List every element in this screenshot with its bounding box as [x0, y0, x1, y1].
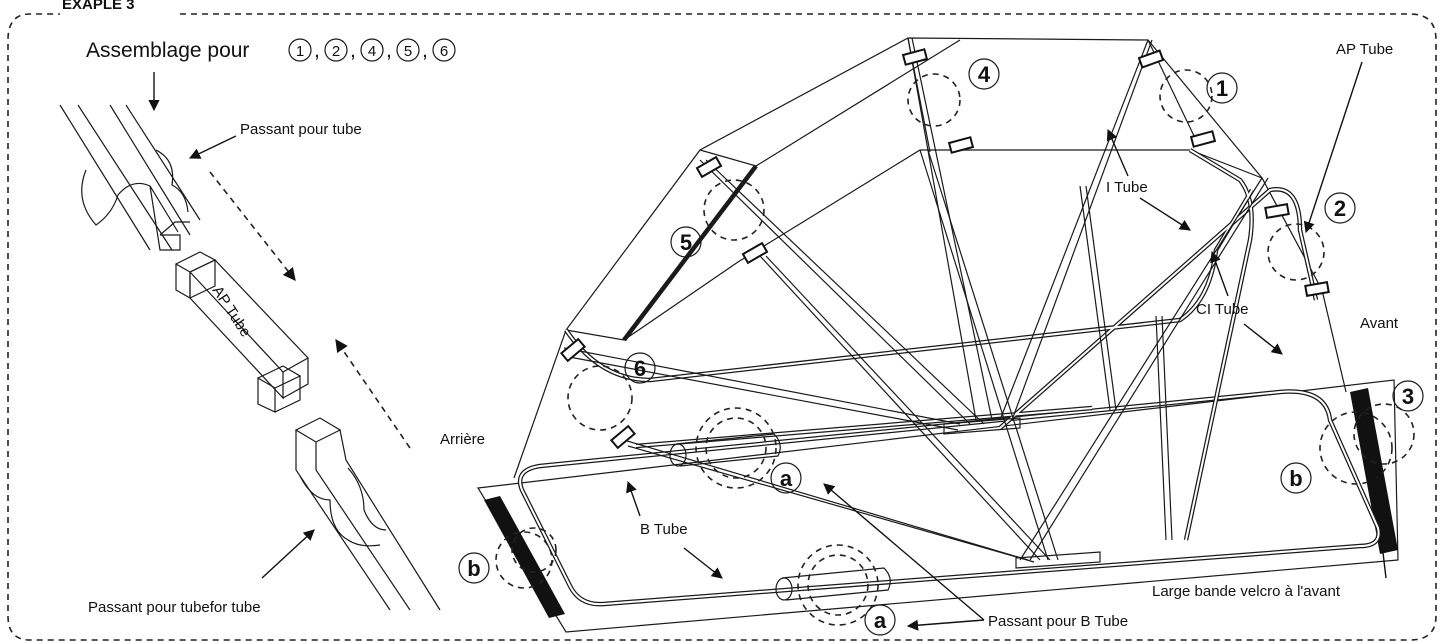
- ci-tube-arrow-2: [1243, 323, 1283, 355]
- marker-6: 6: [432, 38, 456, 62]
- marker-5-callout: 5: [670, 226, 702, 258]
- velcro-strip-front: [1350, 388, 1398, 554]
- velcro-strip-rear: [484, 496, 565, 618]
- dashed-border: [7, 13, 1437, 641]
- svg-text:1: 1: [1216, 76, 1228, 101]
- svg-text:3: 3: [1402, 384, 1414, 409]
- velcro-label: Large bande velcro à l'avant: [1152, 583, 1341, 600]
- svg-text:1: 1: [296, 43, 304, 60]
- ap-tube: [189, 259, 309, 413]
- frame-tubes: [564, 148, 1319, 541]
- marker-b-front: b: [1280, 462, 1312, 494]
- marker-2-callout: 2: [1324, 192, 1356, 224]
- marker-a-top: a: [770, 462, 802, 494]
- passant-top-arrow: [188, 135, 237, 159]
- svg-text:2: 2: [1334, 196, 1346, 221]
- b-tube-arrow-2: [683, 547, 723, 579]
- top-hub: [943, 417, 1021, 435]
- arriere-label: Arrière: [440, 431, 485, 448]
- corner-label: EXAPLE 3: [62, 0, 135, 13]
- velcro-arrow: [1369, 474, 1387, 579]
- sleeve-a-bottom: [775, 567, 891, 601]
- assembly-title: Assemblage pour: [86, 39, 249, 62]
- ap-tube-detail-label: AP Tube: [209, 283, 254, 340]
- svg-text:4: 4: [978, 62, 991, 87]
- svg-text:b: b: [1289, 466, 1302, 491]
- i-tube-label: I Tube: [1106, 179, 1148, 196]
- svg-text:,: ,: [350, 39, 356, 62]
- canopy-outline: [513, 37, 1347, 479]
- assembly-markers: 1 , 2 , 4 , 5 , 6: [288, 38, 456, 62]
- ci-tube-label: CI Tube: [1196, 301, 1249, 318]
- svg-text:,: ,: [386, 39, 392, 62]
- avant-label: Avant: [1360, 315, 1399, 332]
- svg-text:2: 2: [332, 43, 340, 60]
- svg-text:,: ,: [422, 39, 428, 62]
- i-tube-arrow-2: [1139, 197, 1191, 231]
- lower-sleeve: [294, 417, 441, 611]
- passant-bottom-arrow: [261, 529, 315, 579]
- svg-text:6: 6: [634, 356, 646, 381]
- marker-6-callout: 6: [624, 352, 656, 384]
- passant-b-arrow-1: [823, 483, 985, 621]
- tent-main: 1 2 3 4 5 6 a a b b AP Tube I Tube CI Tu…: [440, 37, 1424, 636]
- passant-b-label: Passant pour B Tube: [988, 613, 1128, 630]
- bottom-hub: [1015, 551, 1101, 569]
- detail-circles: [495, 69, 1415, 626]
- ap-tube-label: AP Tube: [1336, 41, 1393, 58]
- marker-5: 5: [396, 38, 420, 62]
- upper-sleeve: [59, 104, 201, 251]
- marker-2: 2: [324, 38, 348, 62]
- marker-3-callout: 3: [1392, 380, 1424, 412]
- svg-text:b: b: [467, 556, 480, 581]
- marker-1-callout: 1: [1206, 72, 1238, 104]
- ci-tube-arrow-1: [1210, 250, 1229, 297]
- straps: [559, 48, 1330, 450]
- passant-top-label: Passant pour tube: [240, 121, 362, 138]
- marker-1: 1: [288, 38, 312, 62]
- svg-text:5: 5: [404, 43, 412, 60]
- passant-b-arrow-2: [906, 619, 985, 631]
- b-tube-label: B Tube: [640, 521, 688, 538]
- svg-text:4: 4: [368, 43, 376, 60]
- radiating-tubes: [563, 37, 1269, 563]
- svg-text:a: a: [874, 608, 887, 633]
- marker-a-bottom: a: [864, 604, 896, 636]
- ap-tube-arrow: [1303, 61, 1363, 234]
- marker-4-callout: 4: [968, 58, 1000, 90]
- b-tube-arrow-1: [626, 480, 641, 517]
- marker-4: 4: [360, 38, 384, 62]
- assembly-detail: Assemblage pour 1 , 2 , 4 , 5 , 6 Passan…: [59, 38, 456, 616]
- insert-arrow-up: [335, 338, 411, 449]
- passant-bottom-label: Passant pour tubefor tube: [88, 599, 261, 616]
- svg-text:6: 6: [440, 43, 448, 60]
- svg-text:a: a: [780, 466, 793, 491]
- insert-arrow-down: [209, 171, 296, 282]
- i-tube-arrow-1: [1106, 128, 1129, 177]
- marker-b-rear: b: [458, 552, 490, 584]
- svg-text:,: ,: [314, 39, 320, 62]
- svg-text:5: 5: [680, 230, 692, 255]
